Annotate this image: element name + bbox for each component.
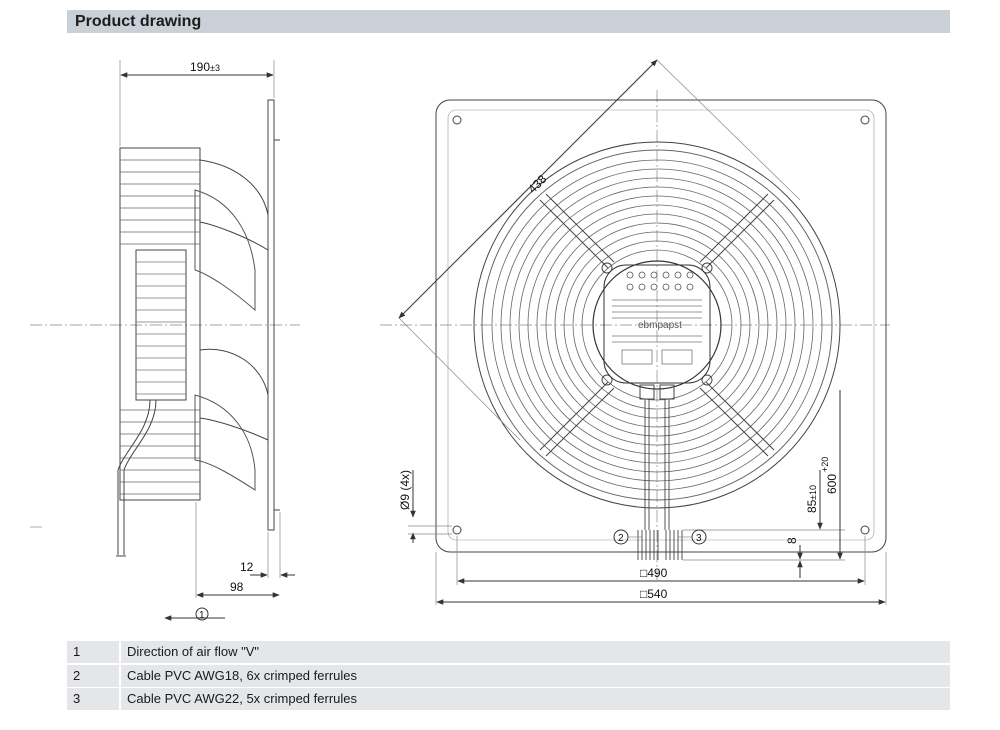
legend-description: Cable PVC AWG18, 6x crimped ferrules <box>127 667 357 683</box>
callout-airflow: 1 <box>199 610 205 621</box>
legend-description: Direction of air flow "V" <box>127 644 260 659</box>
dim-offset-label: 98 <box>230 580 244 594</box>
brand-label: ebmpapst <box>638 320 682 331</box>
dim-cable-length-label: 600 <box>825 474 839 494</box>
legend-row: 1 Direction of air flow "V" <box>67 641 950 663</box>
dim-hole-label: Ø9 (4x) <box>398 470 412 510</box>
front-view <box>380 59 890 605</box>
dim-cable-small-label: 8 <box>785 537 799 544</box>
legend-table: 1 Direction of air flow "V" 2 Cable PVC … <box>67 641 950 712</box>
callout-cable-b: 3 <box>696 533 702 544</box>
callout-cable-a: 2 <box>618 533 624 544</box>
dim-cable-length-tolerance: +20 <box>820 457 830 472</box>
legend-number: 2 <box>73 667 81 683</box>
dim-cable-free-tolerance: ±10 <box>808 485 818 500</box>
dim-depth-tolerance: ±3 <box>210 63 220 73</box>
side-view <box>30 60 300 621</box>
dim-depth-label: 190 <box>190 60 210 74</box>
cables <box>637 399 683 560</box>
legend-row: 2 Cable PVC AWG18, 6x crimped ferrules <box>67 664 950 687</box>
mounting-plate <box>435 99 887 553</box>
legend-number: 3 <box>73 691 81 706</box>
dim-plate-label: □540 <box>640 587 668 601</box>
legend-number: 1 <box>73 644 81 659</box>
section-title: Product drawing <box>75 13 202 30</box>
dim-cable-free-label: 85 <box>805 499 819 513</box>
legend-row: 3 Cable PVC AWG22, 5x crimped ferrules <box>67 688 950 710</box>
motor-fins <box>120 159 200 495</box>
product-drawing: 190 ±3 12 98 1 <box>30 59 890 621</box>
legend-description: Cable PVC AWG22, 5x crimped ferrules <box>127 691 357 706</box>
section-header: Product drawing <box>67 10 950 33</box>
dim-hole-spacing-label: □490 <box>640 566 668 580</box>
dim-flange-label: 12 <box>240 560 254 574</box>
dim-diagonal-label: 438 <box>525 172 549 196</box>
